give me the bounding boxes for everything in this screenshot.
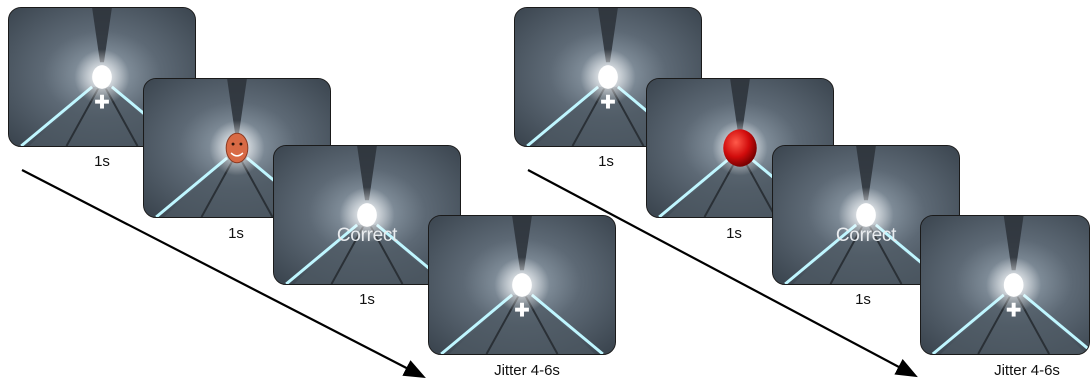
fixation-cross-horizontal [1006,307,1021,312]
light-source [92,65,112,89]
rail-right [1022,293,1089,352]
rail-left [658,156,732,217]
face-stimulus [225,132,249,164]
tunnel-scene [921,216,1089,354]
floor [535,86,681,146]
floor [29,86,175,146]
ceiling-beam [227,79,247,134]
rail-left [784,223,858,284]
duration-label: Jitter 4-6s [994,362,1060,379]
duration-label: 1s [94,153,110,170]
floor [449,294,595,354]
ceiling-beam [856,146,876,201]
panel-feedback-2: Correct [772,145,960,285]
feedback-text: Correct [336,225,398,246]
rail-left [931,293,1005,354]
ceiling-beam [730,79,750,134]
rail-left [440,293,514,354]
rail-right [530,293,604,354]
light-source [856,203,876,227]
rail-left [20,85,94,146]
ceiling-beam [512,216,532,271]
floor [940,294,1087,354]
duration-label: 1s [598,153,614,170]
duration-label: 1s [228,225,244,242]
red-ball-stimulus [723,129,757,167]
duration-label: 1s [855,291,871,308]
fixation-cross-horizontal [601,99,615,104]
floor [294,224,440,284]
ceiling-beam [357,146,377,201]
face-smile [230,152,244,157]
duration-label: 1s [726,225,742,242]
ceiling-beam [598,8,618,63]
panel-fixation-jitter-1 [428,215,616,355]
floor [793,224,939,284]
face-eye-left [231,142,235,146]
rail-left [285,223,359,284]
light-source [598,65,618,89]
duration-label: Jitter 4-6s [494,362,560,379]
ceiling-beam [1003,216,1024,271]
tunnel-scene [429,216,615,354]
rail-left [526,85,600,146]
rail-left [155,156,229,217]
fixation-cross-horizontal [95,99,109,104]
light-source [512,273,532,297]
face-eye-right [239,142,243,146]
light-source [357,203,377,227]
tunnel-scene [773,146,959,284]
feedback-text: Correct [835,225,897,246]
duration-label: 1s [359,291,375,308]
light-source [1003,273,1024,297]
fixation-cross-horizontal [515,307,529,312]
ceiling-beam [92,8,112,63]
panel-fixation-jitter-2 [920,215,1090,355]
